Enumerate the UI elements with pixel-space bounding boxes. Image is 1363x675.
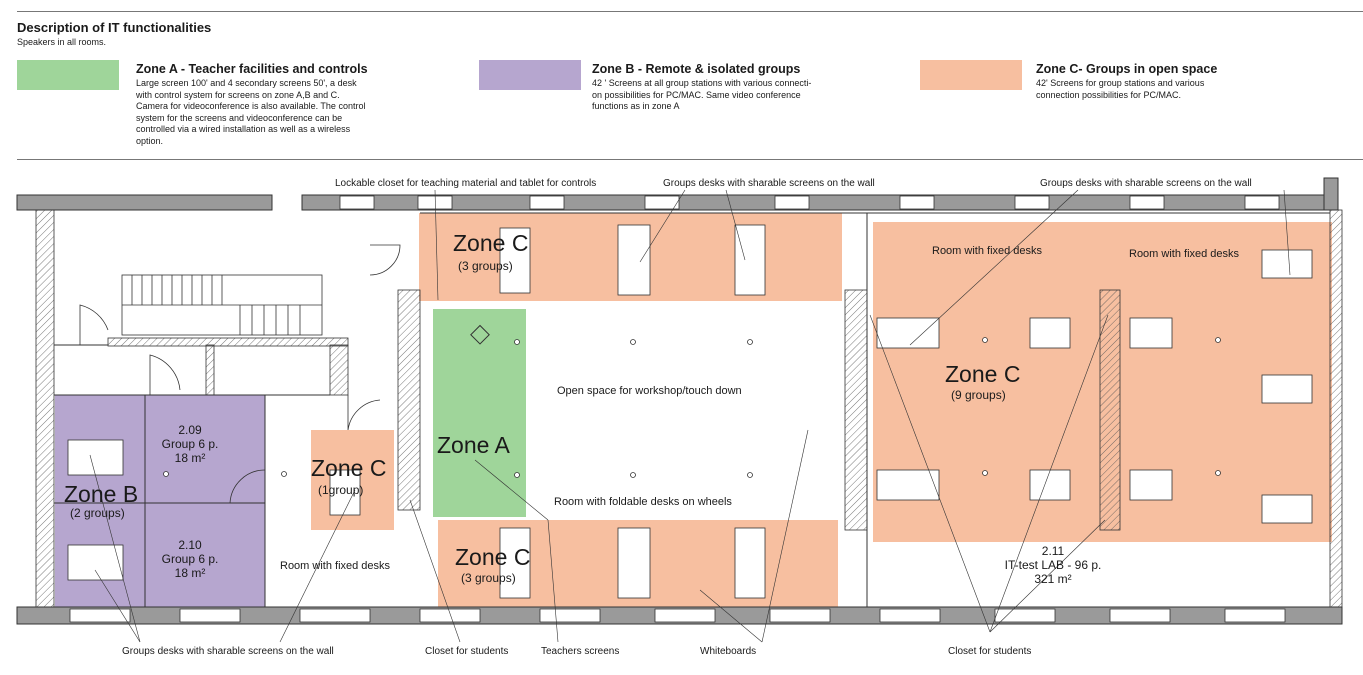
zone-b-legend-title: Zone B - Remote & isolated groups — [592, 62, 801, 76]
zone-a-legend-desc: Large screen 100' and 4 secondary screen… — [136, 78, 366, 146]
column-markers — [163, 337, 1221, 478]
zone-c-small-sub: (1group) — [318, 483, 364, 497]
zone-c-top-sub: (3 groups) — [458, 259, 513, 273]
interior-walls — [54, 212, 1330, 607]
zone-c-right-label: Zone C — [945, 361, 1021, 387]
group-desks — [67, 224, 1313, 599]
zone-c-small-label: Zone C — [311, 455, 387, 481]
label-foldable-desks: Room with foldable desks on wheels — [554, 496, 732, 508]
annotation-whiteboards: Whiteboards — [700, 646, 757, 657]
zone-c-legend-desc: 42' Screens for group stations and vario… — [1036, 78, 1205, 100]
annotation-closet-students-2: Closet for students — [948, 646, 1032, 657]
zone-c-right-sub: (9 groups) — [951, 388, 1006, 402]
zone-c-legend-title: Zone C- Groups in open space — [1036, 62, 1218, 76]
zone-a-area — [433, 309, 526, 517]
zone-b-legend-desc: 42 ' Screens at all group stations with … — [592, 78, 812, 111]
zone-c-bottom-label: Zone C — [455, 544, 531, 570]
annotation-group-desks-top: Groups desks with sharable screens on th… — [663, 178, 875, 189]
zone-c-bottom-sub: (3 groups) — [461, 571, 516, 585]
label-fixed-desks-right-1: Room with fixed desks — [932, 245, 1043, 257]
page-title: Description of IT functionalities — [17, 20, 212, 35]
hatched-walls — [35, 209, 1343, 608]
zone-a-legend-title: Zone A - Teacher facilities and controls — [136, 62, 368, 76]
zone-a-label: Zone A — [437, 432, 510, 458]
zone-a-swatch — [17, 60, 119, 90]
annotation-group-desks-top-right: Groups desks with sharable screens on th… — [1040, 178, 1252, 189]
zone-c-swatch — [920, 60, 1022, 90]
zone-b-sub: (2 groups) — [70, 506, 125, 520]
doors — [79, 244, 401, 504]
zone-b-swatch — [479, 60, 581, 90]
top-divider — [17, 11, 1363, 12]
stairs — [121, 274, 323, 336]
zone-b-label: Zone B — [64, 481, 139, 507]
zone-fills — [55, 213, 1332, 608]
annotation-closet-students-1: Closet for students — [425, 646, 509, 657]
legend-divider — [17, 159, 1363, 160]
page-subtitle: Speakers in all rooms. — [17, 37, 107, 47]
bottom-wall — [16, 606, 1343, 625]
camera-icon — [470, 324, 490, 345]
label-fixed-desks-right-2: Room with fixed desks — [1129, 248, 1240, 260]
annotation-group-desks-bottom: Groups desks with sharable screens on th… — [122, 646, 334, 657]
annotation-lockable-closet: Lockable closet for teaching material an… — [335, 178, 597, 189]
zone-c-top-label: Zone C — [453, 230, 529, 256]
leader-lines — [89, 189, 1291, 643]
label-fixed-desks-left: Room with fixed desks — [280, 560, 391, 572]
label-open-space: Open space for workshop/touch down — [557, 385, 742, 397]
annotation-teachers-screens: Teachers screens — [541, 646, 620, 657]
